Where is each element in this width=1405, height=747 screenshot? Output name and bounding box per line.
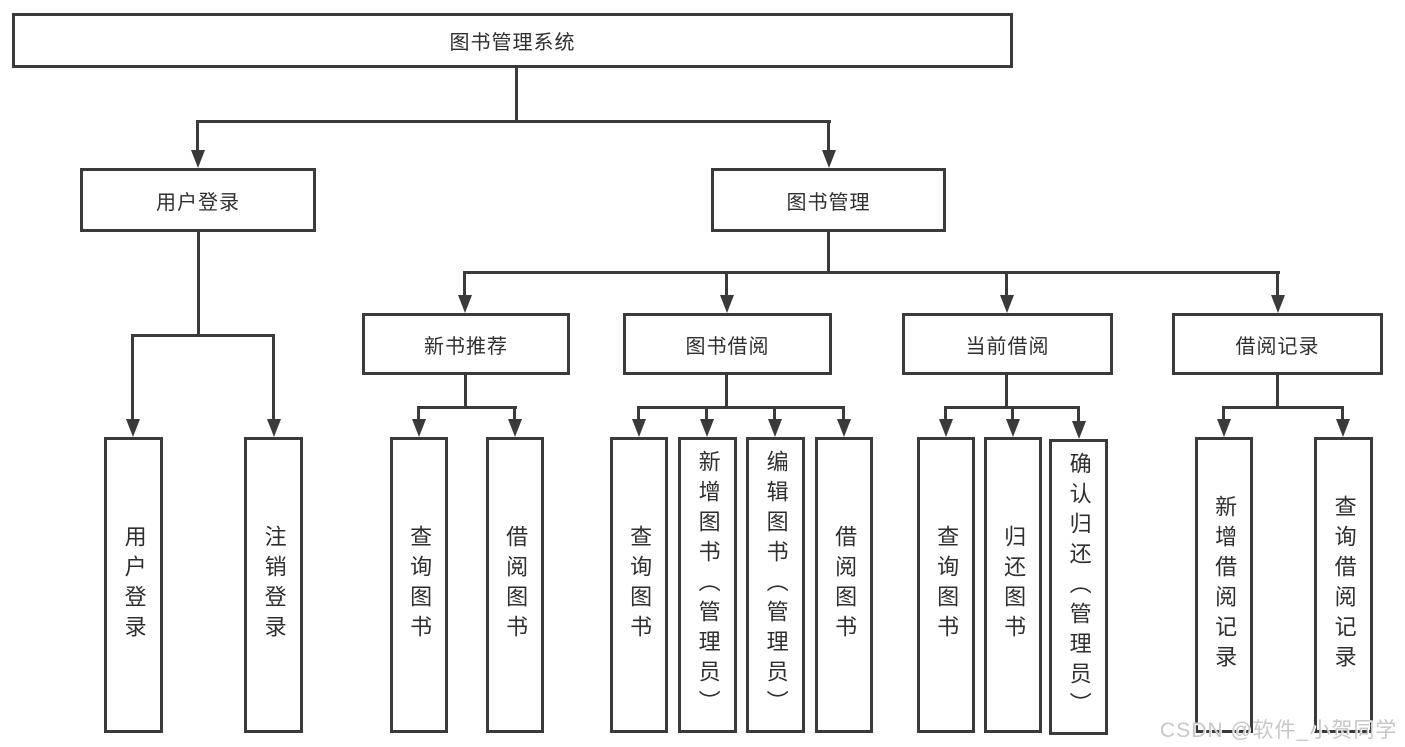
arrowhead-down-icon — [1271, 295, 1285, 313]
node-new-book-recommend: 新书推荐 — [362, 313, 570, 375]
connector-line — [464, 375, 467, 409]
connector-line — [1005, 375, 1008, 409]
node-root-library-system: 图书管理系统 — [12, 13, 1013, 68]
leaf-label: 借阅图书 — [503, 525, 529, 645]
connector-line — [197, 232, 200, 337]
arrowhead-down-icon — [1072, 421, 1086, 439]
leaf-label: 确认归还（管理员） — [1066, 452, 1092, 722]
leaf-label: 查询图书 — [627, 525, 653, 645]
arrowhead-down-icon — [1336, 419, 1350, 437]
connector-line — [131, 334, 134, 422]
connector-line — [196, 120, 831, 123]
leaf-query-book-current: 查询图书 — [917, 437, 975, 733]
connector-line — [1222, 406, 1225, 422]
csdn-watermark: CSDN @软件_小贺同学 — [1160, 719, 1398, 742]
leaf-label: 查询借阅记录 — [1331, 495, 1357, 675]
connector-line — [272, 334, 275, 422]
connector-line — [1077, 406, 1080, 424]
arrowhead-down-icon — [1217, 419, 1231, 437]
arrowhead-down-icon — [720, 295, 734, 313]
arrowhead-down-icon — [822, 150, 836, 168]
leaf-return-book: 归还图书 — [984, 437, 1042, 733]
connector-line — [463, 271, 1280, 274]
arrowhead-down-icon — [700, 419, 714, 437]
leaf-user-login: 用户登录 — [104, 437, 163, 733]
leaf-label: 注销登录 — [261, 525, 287, 645]
connector-line — [1276, 271, 1279, 298]
leaf-query-book-borrow: 查询图书 — [610, 437, 668, 733]
connector-line — [417, 406, 517, 409]
connector-line — [827, 232, 830, 274]
leaf-label: 编辑图书（管理员） — [763, 450, 789, 720]
node-user-login: 用户登录 — [80, 168, 316, 232]
arrowhead-down-icon — [837, 419, 851, 437]
node-current-borrow: 当前借阅 — [902, 313, 1113, 375]
arrowhead-down-icon — [632, 419, 646, 437]
connector-line — [1011, 406, 1014, 422]
node-book-management: 图书管理 — [711, 168, 946, 232]
arrowhead-down-icon — [267, 419, 281, 437]
connector-line — [196, 120, 199, 154]
leaf-add-borrow-record: 新增借阅记录 — [1195, 437, 1253, 733]
connector-line — [513, 406, 516, 422]
connector-line — [1222, 406, 1343, 409]
arrowhead-down-icon — [508, 419, 522, 437]
arrowhead-down-icon — [126, 419, 140, 437]
arrowhead-down-icon — [1006, 419, 1020, 437]
node-label: 新书推荐 — [424, 335, 508, 358]
leaf-confirm-return-admin: 确认归还（管理员） — [1049, 439, 1108, 735]
connector-line — [637, 406, 845, 409]
connector-line — [773, 406, 776, 422]
node-label: 图书借阅 — [685, 335, 770, 358]
leaf-borrow-book-recommend: 借阅图书 — [486, 437, 544, 733]
leaf-edit-book-admin: 编辑图书（管理员） — [746, 437, 805, 733]
connector-line — [515, 68, 518, 123]
leaf-logout: 注销登录 — [244, 437, 303, 733]
arrowhead-down-icon — [939, 419, 953, 437]
arrowhead-down-icon — [412, 419, 426, 437]
arrowhead-down-icon — [458, 295, 472, 313]
connector-line — [637, 406, 640, 422]
leaf-borrow-book: 借阅图书 — [815, 437, 873, 733]
connector-line — [827, 120, 830, 154]
leaf-add-book-admin: 新增图书（管理员） — [678, 437, 737, 733]
leaf-label: 借阅图书 — [832, 525, 858, 645]
leaf-label: 查询图书 — [934, 525, 960, 645]
connector-line — [944, 406, 947, 422]
node-label: 图书管理 — [786, 191, 871, 214]
arrowhead-down-icon — [191, 150, 205, 168]
node-label: 图书管理系统 — [449, 32, 576, 54]
node-label: 借阅记录 — [1235, 335, 1320, 358]
leaf-label: 查询图书 — [407, 525, 433, 645]
connector-line — [1005, 271, 1008, 298]
leaf-label: 归还图书 — [1001, 525, 1027, 645]
arrowhead-down-icon — [1000, 295, 1014, 313]
node-borrow-records: 借阅记录 — [1172, 313, 1383, 375]
leaf-label: 用户登录 — [121, 525, 147, 645]
connector-line — [705, 406, 708, 422]
arrowhead-down-icon — [768, 419, 782, 437]
connector-line — [725, 271, 728, 298]
leaf-label: 新增图书（管理员） — [695, 450, 721, 720]
connector-line — [842, 406, 845, 422]
node-label: 用户登录 — [156, 191, 240, 214]
leaf-query-book-recommend: 查询图书 — [390, 437, 448, 733]
connector-line — [1276, 375, 1279, 409]
node-book-borrow: 图书借阅 — [623, 313, 832, 375]
connector-line — [417, 406, 420, 422]
leaf-label: 新增借阅记录 — [1212, 495, 1238, 675]
connector-line — [131, 334, 275, 337]
connector-line — [463, 271, 466, 298]
connector-line — [725, 375, 728, 409]
leaf-query-borrow-record: 查询借阅记录 — [1314, 437, 1373, 733]
connector-line — [1341, 406, 1344, 422]
node-label: 当前借阅 — [965, 335, 1050, 358]
